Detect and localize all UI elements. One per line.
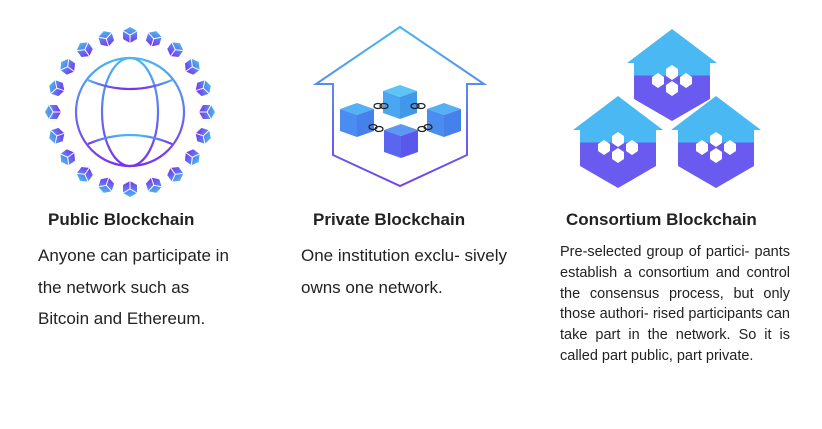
block-cube-icon [76, 42, 93, 58]
block-cube-icon [98, 31, 115, 47]
public-blockchain-title: Public Blockchain [48, 210, 195, 229]
block-cube-icon [167, 166, 184, 182]
public-blockchain-description: Anyone can participate in the network su… [38, 246, 229, 328]
block-cube-icon [60, 58, 76, 75]
block-cube-icon [184, 149, 200, 166]
private-blockchain-title: Private Blockchain [313, 210, 466, 229]
block-cube-icon [76, 166, 93, 182]
block-cube-icon [167, 42, 184, 58]
block-cube-icon [49, 80, 65, 97]
block-cube-icon [122, 181, 138, 197]
block-cube-icon [60, 149, 76, 166]
block-cube-icon [199, 104, 215, 120]
block-cube-icon [49, 127, 65, 144]
consortium-blockchain-title: Consortium Blockchain [566, 210, 757, 229]
linked-blocks [340, 85, 461, 158]
consortium-blockchain-description: Pre-selected group of partici- pants est… [560, 244, 790, 364]
block-cube-icon [195, 80, 211, 97]
consortium-blockchain-houses-icon [573, 29, 761, 188]
block-cube-icon [98, 177, 115, 193]
block-cube-icon [195, 127, 211, 144]
block-cube-icon [145, 31, 162, 47]
block-cube-icon [145, 177, 162, 193]
block-cube-icon [45, 104, 61, 120]
public-blockchain-globe-icon [45, 27, 215, 197]
block-cube-icon [122, 27, 138, 43]
private-blockchain-house-icon [312, 25, 488, 188]
private-blockchain-description: One institution exclu- sively owns one n… [301, 246, 507, 297]
block-cube-icon [184, 58, 200, 75]
